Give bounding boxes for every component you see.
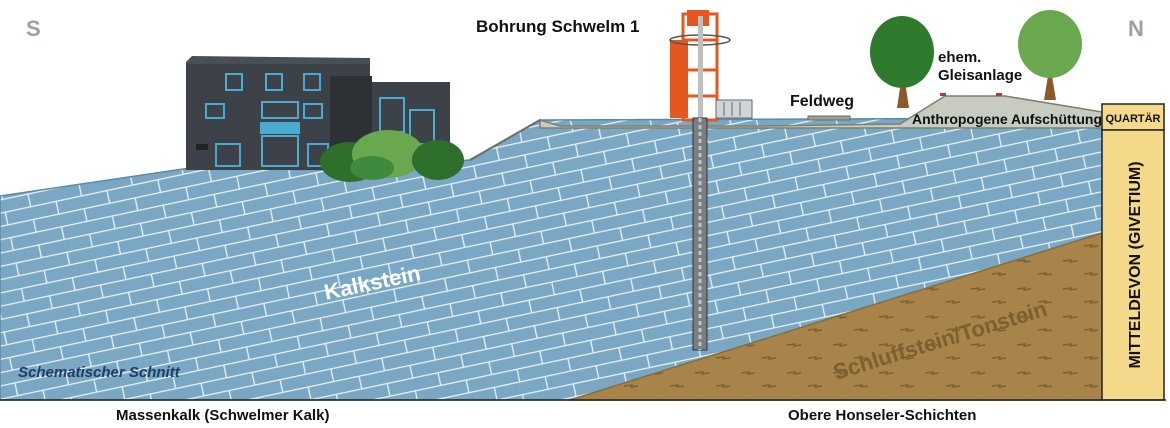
field-path-mark [807, 115, 851, 121]
bushes [320, 130, 464, 182]
window [265, 73, 283, 91]
drill-rig [669, 10, 753, 122]
strat-column-devonian [1101, 129, 1165, 401]
tree-trunk [1044, 64, 1056, 100]
window [225, 73, 243, 91]
building-balcony [260, 122, 300, 134]
ground-surface-line [469, 119, 541, 161]
label-south: S [26, 16, 41, 41]
label-section-type: Schematischer Schnitt [18, 364, 181, 381]
rig-cab [670, 40, 688, 118]
label-middle-devonian: MITTELDEVON (GIVETIUM) [1127, 161, 1144, 368]
window [261, 135, 299, 167]
strat-column-quaternary [1101, 103, 1165, 131]
window [303, 73, 321, 91]
tree-crown [870, 16, 934, 88]
label-quaternary: QUARTÄR [1106, 112, 1161, 125]
tree-right [1018, 10, 1082, 100]
bush [350, 156, 394, 180]
bush [412, 140, 464, 180]
label-field-path: Feldweg [790, 93, 854, 110]
rail-marker [996, 93, 1002, 96]
label-north: N [1128, 16, 1144, 41]
tree-trunk [897, 68, 909, 108]
label-former: ehem. [938, 49, 981, 66]
label-railway: Gleisanlage [938, 67, 1022, 84]
label-honsel: Obere Honseler-Schichten [788, 407, 976, 424]
tree-left [870, 16, 934, 108]
rig-container [715, 99, 753, 119]
label-fill: Anthropogene Aufschüttung [912, 111, 1102, 127]
borehole [692, 117, 708, 351]
building-roof [186, 56, 370, 66]
window [215, 143, 241, 167]
label-borehole: Bohrung Schwelm 1 [476, 17, 639, 36]
rail-marker [940, 93, 946, 96]
label-massenkalk: Massenkalk (Schwelmer Kalk) [116, 407, 329, 424]
window [303, 103, 323, 119]
building-vent [196, 144, 208, 150]
building [186, 56, 450, 170]
rig-pipe [698, 16, 703, 120]
window [205, 103, 225, 119]
window [409, 109, 435, 145]
tree-crown [1018, 10, 1082, 78]
fill-layer [539, 95, 1103, 129]
window [261, 101, 299, 119]
